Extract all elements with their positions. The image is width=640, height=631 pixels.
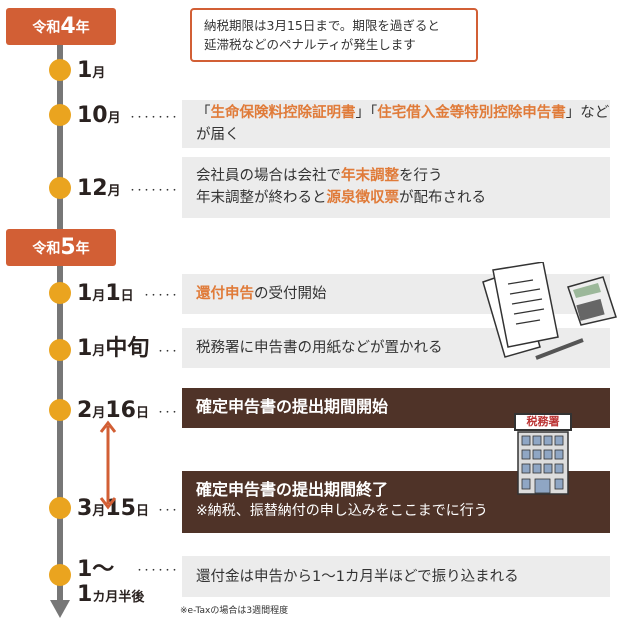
timeline-dot [49,399,71,421]
leader-dots: ・・・・・ [143,291,178,299]
date-mid-jan: 1月中旬 [77,338,149,360]
text: 日 [135,504,149,519]
era-suffix: 年 [75,240,90,257]
footnote: ※e-Taxの場合は3週間程度 [180,606,289,616]
note-line: 納税期限は3月15日まで。期限を過ぎると [204,18,440,33]
timeline-dot [49,177,71,199]
era-suffix: 年 [75,19,90,36]
text: 会社員の場合は会社で [196,168,341,184]
text: 中旬 [105,336,150,361]
era-number: 4 [60,14,76,39]
text: が配布される [399,190,486,206]
text: 月 [92,66,106,81]
documents-calculator-pen-icon [482,262,617,360]
text: 還付金は申告から1〜1カ月半ほどで振り込まれる [196,568,519,585]
text: 月 [107,184,121,199]
era-number: 5 [60,235,76,260]
text: 1 [105,281,121,306]
text: 10 [77,103,108,128]
text: 月 [92,344,106,359]
deadline-note: 納税期限は3月15日まで。期限を過ぎると延滞税などのペナルティが発生します [190,8,478,62]
text: 住宅借入金等特別控除申告書 [377,105,566,121]
text: 還付申告 [196,286,254,302]
text: 1 [77,281,93,306]
era-prefix: 令和 [32,240,61,257]
text: 月 [92,406,106,421]
text: 月 [107,111,121,126]
text: 源泉徴収票 [326,190,400,206]
text: 日 [120,289,134,304]
tax-office-sign: 税務署 [514,413,572,431]
timeline-arrow-icon [50,600,70,618]
text: 税務署に申告書の用紙などが置かれる [196,340,443,356]
period-double-arrow-icon [99,420,117,510]
text: 3 [77,496,93,521]
timeline-line [57,44,63,604]
timeline-dot [49,282,71,304]
leader-dots: ・・・ [157,506,178,514]
text: 2 [77,398,93,423]
text: 1〜 [77,557,115,582]
text: 確定申告書の提出期間終了 [196,480,389,499]
timeline-dot [49,564,71,586]
timeline-dot [49,104,71,126]
date-oct: 10月 [77,105,121,127]
text: を行う [399,168,443,184]
text: 月 [92,504,106,519]
text: 」「 [355,105,378,121]
text: 12 [77,176,108,201]
event-box-refund: 還付金は申告から1〜1カ月半ほどで振り込まれる [182,556,610,597]
text: 1 [77,336,93,361]
date-feb-16: 2月16日 [77,400,149,422]
text: カ月半後 [92,590,145,606]
text: 1 [77,58,93,83]
text: 月 [92,289,106,304]
text: ※納税、振替納付の申し込みをここまでに行う [196,503,488,519]
leader-dots: ・・・・・・ [136,566,178,574]
date-refund: 1〜1カ月半後 [77,557,144,608]
text: 年末調整 [341,168,399,184]
timeline-dot [49,497,71,519]
text: 」などが届く [196,105,610,143]
leader-dots: ・・・ [157,347,178,355]
note-line: 延滞税などのペナルティが発生します [204,37,416,52]
text: 16 [105,398,136,423]
era-prefix: 令和 [32,19,61,36]
date-jan-1: 1月1日 [77,283,134,305]
leader-dots: ・・・ [157,408,178,416]
date-dec: 12月 [77,178,121,200]
text: 「 [196,105,211,121]
date-jan: 1月 [77,60,105,82]
text: 年末調整が終わると [196,190,327,206]
timeline-dot [49,59,71,81]
tax-office-building-icon [517,431,569,495]
text: 日 [135,406,149,421]
text: 1 [77,582,93,608]
event-box-dec: 会社員の場合は会社で年末調整を行う年末調整が終わると源泉徴収票が配布される [182,157,610,218]
text: 確定申告書の提出期間開始 [196,397,389,416]
text: の受付開始 [254,286,327,302]
leader-dots: ・・・・・・・ [129,186,178,194]
leader-dots: ・・・・・・・ [129,113,178,121]
text: 生命保険料控除証明書 [210,105,356,121]
timeline-dot [49,339,71,361]
event-box-oct: 「生命保険料控除証明書」「住宅借入金等特別控除申告書」などが届く [182,100,610,148]
